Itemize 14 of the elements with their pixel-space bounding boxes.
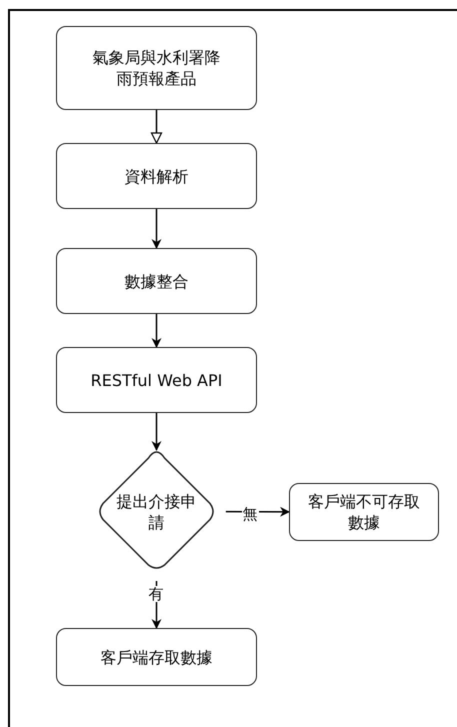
arrow [150,110,162,144]
process-box: 氣象局與水利署降雨預報產品 [56,26,257,110]
process-box: 數據整合 [56,248,257,314]
arrow [152,209,162,249]
arrow [226,506,290,517]
process-box: RESTful Web API [56,347,257,413]
process-box: 客戶端不可存取數據 [289,483,439,541]
arrow [152,581,162,629]
process-box: 客戶端存取數據 [56,628,257,686]
process-box: 資料解析 [56,143,257,209]
edge-label: 有 [148,586,164,602]
arrow [152,314,162,348]
edge-label: 無 [242,506,258,522]
arrow [152,413,162,451]
